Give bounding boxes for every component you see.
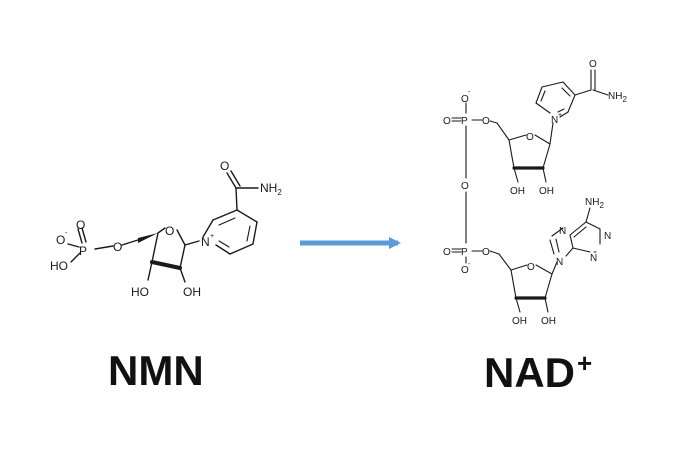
nmn-ring-n-charge: + [210,233,214,240]
nad-top-hydroxyl-right: OH [539,186,554,197]
nad-bottom-phosphorus: P [461,247,468,258]
nad-top-phosphate-group [451,102,483,179]
nmn-phosphorus: P [79,244,87,258]
nad-top-phosphorus: P [461,116,468,127]
nad-bottom-sugar-o: O [527,262,535,273]
nad-adenine-n7: N [559,226,566,237]
nad-top-hydroxyl-left: OH [510,186,525,197]
nad-top-bridge-o: O [482,116,490,127]
nad-top-phosphate-o-double: O [443,116,451,127]
nmn-pyridinium-ring [202,209,258,255]
nmn-bridge-o: O [113,240,122,254]
nad-top-sugar-o: O [526,132,534,143]
nmn-amide-group [226,170,259,211]
nad-bottom-phosphate-o-double: O [443,247,451,258]
nad-adenine-nh2: NH2 [585,197,604,210]
nmn-structure: O NH2 N + O HO OH O P O [50,159,282,299]
nad-top-carbonyl-o: O [589,59,597,70]
nad-label-text: NAD [484,349,575,396]
nad-bottom-phosphate-o-minus: O [461,265,469,276]
nad-adenine-ring [549,207,601,257]
nmn-carbonyl-o: O [220,159,229,173]
nmn-label: NMN [108,347,204,394]
nad-adenine-n9: N [556,257,563,268]
nad-top-phosphate-charge: - [468,89,471,96]
nad-top-ring-n-charge: + [558,112,562,119]
nad-pyridinium-ring [535,81,576,118]
nmn-ribose-o: O [165,224,174,238]
nmn-phosphate-o-minus: O [56,233,65,247]
nmn-phosphate-ho: HO [50,259,68,273]
nad-bottom-hydroxyl-right: OH [541,316,556,327]
nad-bottom-hydroxyl-left: OH [512,316,527,327]
nmn-phosphate-o-double: O [76,218,85,232]
nad-top-ribose-ring [489,120,554,183]
nad-adenine-n1: N [604,231,611,242]
nad-pyrophosphate-o: O [461,181,469,192]
nad-bottom-ribose-ring [489,250,558,313]
nad-top-phosphate-o-minus: O [461,94,469,105]
nad-label-charge: + [577,348,593,378]
nmn-hydroxyl-right: OH [183,285,201,299]
nad-bottom-phosphate-charge: - [468,261,471,268]
nmn-amide-nh2: NH2 [260,181,282,197]
nad-bottom-bridge-o: O [482,247,490,258]
nad-top-amide-group [574,69,609,96]
nad-top-ring-n: N [551,115,558,126]
nad-top-amide-nh2: NH2 [608,91,627,104]
nmn-phosphate-charge: - [65,230,68,237]
nmn-ring-n: N [201,235,210,249]
nad-label: NAD+ [484,350,592,394]
nmn-ribose-ring [121,227,200,283]
nmn-hydroxyl-left: HO [131,285,149,299]
nad-structure: O NH2 N + O OH OH O P O [443,59,627,327]
nmn-phosphate-group [67,227,114,263]
nad-adenine-n3: N [590,253,597,264]
nad-bottom-phosphate-group [451,248,483,264]
